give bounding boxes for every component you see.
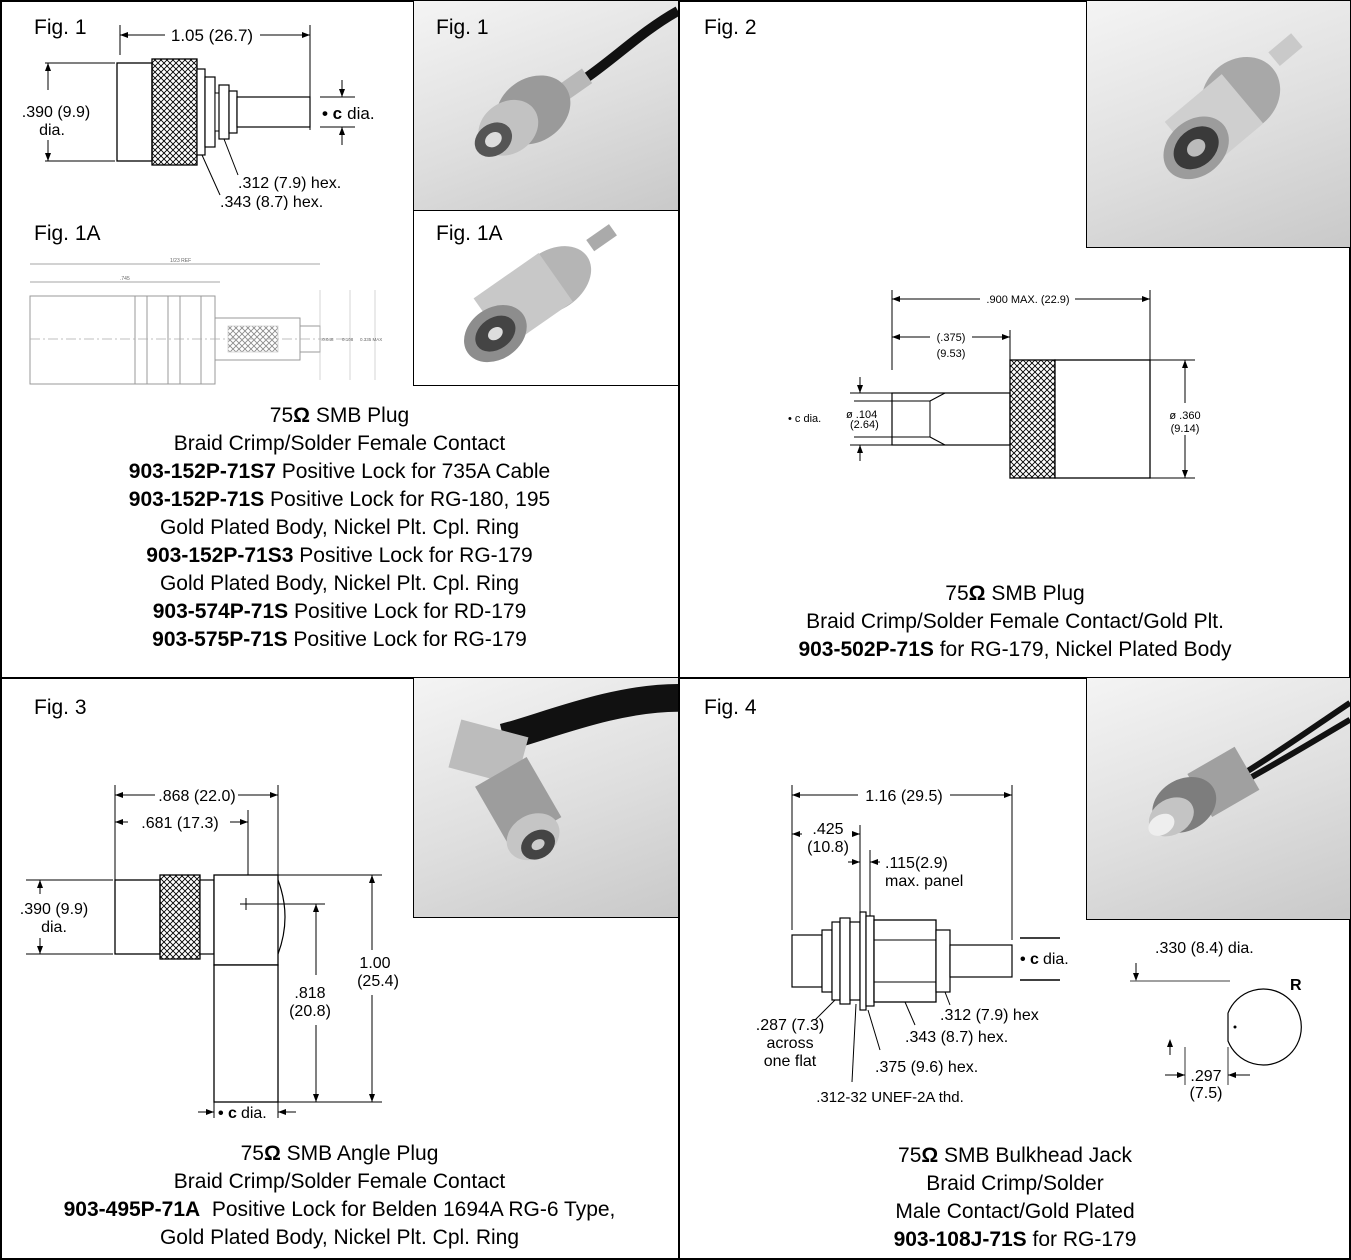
fig1a-dim-d3: 0.335 MAX <box>360 337 382 342</box>
fig3-dim-681: .681 (17.3) <box>141 815 218 832</box>
fig2-dim-360a: ø .360 <box>1169 410 1200 422</box>
fig1a-dim-d1: .0.048 <box>321 337 334 342</box>
divider-right <box>1349 0 1351 1260</box>
fig2-dim-cdia: • c dia. <box>788 413 821 425</box>
fig3-drawing: .868 (22.0) .681 (17.3) .390 (9.9) dia. <box>20 785 399 1120</box>
fig3-dim-c-bullet: • c <box>218 1105 237 1120</box>
fig4-dim-c-text: dia. <box>1043 951 1069 968</box>
fig2-dim-360b: (9.14) <box>1171 423 1200 435</box>
caption1-item: 903-152P-71S3 Positive Lock for RG-179 <box>146 544 533 567</box>
fig1a-label: Fig. 1A <box>34 222 101 245</box>
fig4-dim-116: 1.16 (29.5) <box>865 788 942 805</box>
caption3-item: Gold Plated Body, Nickel Plt. Cpl. Ring <box>159 1226 520 1249</box>
fig4-dim-330: .330 (8.4) dia. <box>1155 940 1254 957</box>
fig4-dim-thd: .312-32 UNEF-2A thd. <box>816 1089 964 1106</box>
fig4-dim-115b: max. panel <box>885 873 963 890</box>
fig1a-photo-label: Fig. 1A <box>436 222 503 245</box>
fig3-dim-c-text: dia. <box>241 1105 267 1120</box>
caption1-item: Gold Plated Body, Nickel Plt. Cpl. Ring <box>159 516 520 539</box>
fig1-label: Fig. 1 <box>34 16 87 39</box>
fig4-dim-287b: across <box>766 1035 813 1052</box>
caption1-item: Gold Plated Body, Nickel Plt. Cpl. Ring <box>159 572 520 595</box>
fig2-drawing: .900 MAX. (22.9) (.375) (9.53) • c dia. … <box>788 290 1201 479</box>
caption-fig3: 75Ω SMB Angle Plug Braid Crimp/Solder Fe… <box>0 1140 679 1252</box>
fig1a-dim-len: .745 <box>120 276 130 282</box>
caption3-title: 75Ω SMB Angle Plug <box>240 1142 439 1165</box>
caption4-subtitle: Braid Crimp/Solder <box>926 1172 1104 1195</box>
fig1-photo <box>413 0 679 211</box>
divider-center <box>678 0 680 1260</box>
caption1-item: 903-152P-71S7 Positive Lock for 735A Cab… <box>128 460 551 483</box>
caption1-subtitle: Braid Crimp/Solder Female Contact <box>173 432 506 455</box>
fig4-dim-312: .312 (7.9) hex <box>940 1007 1039 1024</box>
caption-fig4: 75Ω SMB Bulkhead Jack Braid Crimp/Solder… <box>679 1142 1351 1254</box>
fig4-dim-297b: (7.5) <box>1190 1085 1223 1102</box>
caption-fig1: 75Ω SMB Plug Braid Crimp/Solder Female C… <box>0 402 679 654</box>
fig1-dim-length: 1.05 (26.7) <box>171 26 253 45</box>
fig4-photo <box>1086 677 1351 920</box>
fig4-label: Fig. 4 <box>704 696 757 719</box>
caption4-item: 903-108J-71S for RG-179 <box>893 1228 1137 1251</box>
fig2-dim-375a: (.375) <box>937 332 966 344</box>
fig4-dim-343: .343 (8.7) hex. <box>905 1029 1008 1046</box>
caption1-item: 903-574P-71S Positive Lock for RD-179 <box>152 600 527 623</box>
fig3-dim-100b: (25.4) <box>357 973 399 990</box>
fig3-dim-390a: .390 (9.9) <box>20 901 88 918</box>
fig3-dim-818a: .818 <box>294 985 325 1002</box>
fig1a-drawing: 1/23 REF .745 .0.048 0.108 0.335 MAX <box>29 258 382 385</box>
fig3-dim-868: .868 (22.0) <box>158 788 235 805</box>
caption4-subtitle2: Male Contact/Gold Plated <box>895 1200 1135 1223</box>
caption2-item: 903-502P-71S for RG-179, Nickel Plated B… <box>798 638 1232 661</box>
fig1-dim-hex1: .312 (7.9) hex. <box>238 175 341 192</box>
caption-fig2: 75Ω SMB Plug Braid Crimp/Solder Female C… <box>679 580 1351 664</box>
fig1-drawing: 1.05 (26.7) .390 (9.9) dia. • c dia. .312… <box>22 25 375 210</box>
fig1-dim-c-text: dia. <box>347 104 374 123</box>
fig4-dim-297a: .297 <box>1190 1068 1221 1085</box>
fig2-label: Fig. 2 <box>704 16 757 39</box>
fig4-dim-r: R <box>1290 977 1302 994</box>
fig2-dim-104b: (2.64) <box>850 419 879 431</box>
fig1-dim-c-bullet: • c <box>322 104 342 123</box>
divider-bottom <box>0 1258 1351 1260</box>
fig4-panel-cutout: .330 (8.4) dia. R .297 (7.5) <box>1130 940 1302 1102</box>
fig4-drawing: 1.16 (29.5) .425 (10.8) .115(2.9) max. p… <box>756 785 1069 1106</box>
fig3-dim-100a: 1.00 <box>359 955 390 972</box>
fig2-dim-max: .900 MAX. (22.9) <box>986 294 1069 306</box>
caption1-title: 75Ω SMB Plug <box>269 404 410 427</box>
fig1a-photo <box>413 210 679 386</box>
caption2-title: 75Ω SMB Plug <box>945 582 1085 605</box>
fig3-dim-390b: dia. <box>41 919 67 936</box>
fig4-dim-115a: .115(2.9) <box>885 855 948 872</box>
fig2-dim-375b: (9.53) <box>937 348 966 360</box>
fig2-dim-104a: ø .104 <box>846 409 877 421</box>
fig4-dim-287a: .287 (7.3) <box>756 1017 824 1034</box>
fig4-dim-425b: (10.8) <box>807 839 849 856</box>
caption3-subtitle: Braid Crimp/Solder Female Contact <box>173 1170 506 1193</box>
divider-left <box>0 0 2 1260</box>
caption3-item: 903-495P-71A Positive Lock for Belden 16… <box>63 1198 616 1221</box>
fig1a-dim-ref: 1/23 REF <box>170 258 191 264</box>
caption1-item: 903-152P-71S Positive Lock for RG-180, 1… <box>128 488 551 511</box>
fig1-dim-dia-top: .390 (9.9) <box>22 104 90 121</box>
caption4-title: 75Ω SMB Bulkhead Jack <box>898 1144 1132 1167</box>
fig1-photo-label: Fig. 1 <box>436 16 489 39</box>
caption1-item: 903-575P-71S Positive Lock for RG-179 <box>152 628 527 651</box>
fig4-dim-287c: one flat <box>764 1053 817 1070</box>
fig4-dim-c-bullet: • c <box>1020 951 1039 968</box>
fig2-photo <box>1086 0 1351 248</box>
fig3-label: Fig. 3 <box>34 696 87 719</box>
fig4-dim-375: .375 (9.6) hex. <box>875 1059 978 1076</box>
caption2-subtitle: Braid Crimp/Solder Female Contact/Gold P… <box>806 610 1224 633</box>
fig1a-dim-d2: 0.108 <box>342 337 354 342</box>
fig3-dim-818b: (20.8) <box>289 1003 331 1020</box>
fig1-dim-hex2: .343 (8.7) hex. <box>220 194 323 210</box>
fig1-dim-dia-bot: dia. <box>39 122 65 139</box>
fig3-photo <box>413 677 679 918</box>
fig4-dim-425a: .425 <box>812 821 843 838</box>
